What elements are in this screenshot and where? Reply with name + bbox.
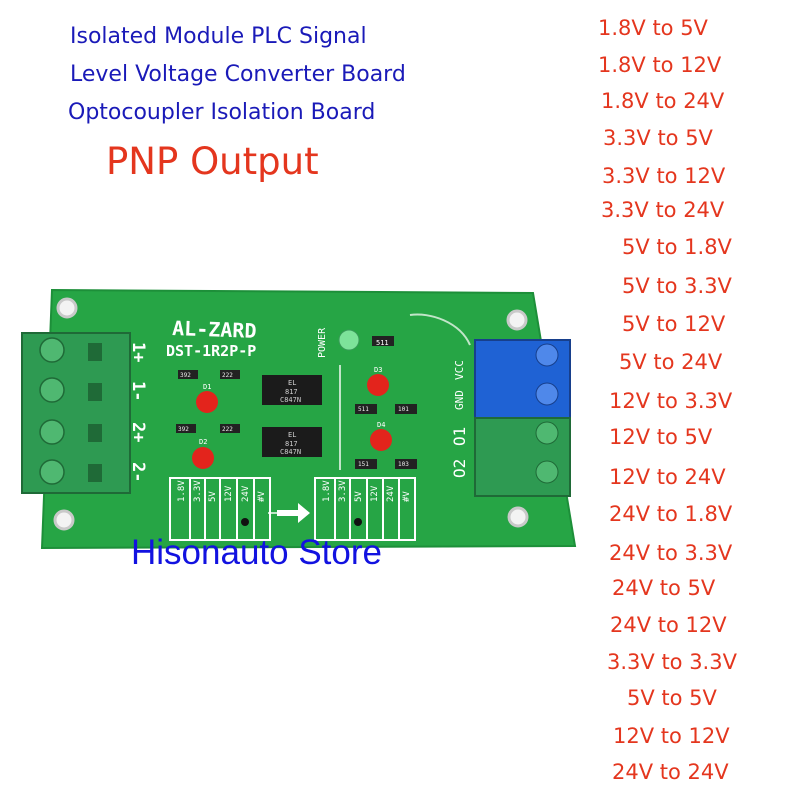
left-terminal-labels: 1+ 1- 2+ 2-: [128, 342, 148, 482]
left-terminal-block[interactable]: [21, 332, 131, 494]
direction-arrow: [277, 503, 310, 523]
input-jumper-3v3: 3.3V: [193, 480, 203, 502]
conversion-item: 1.8V to 24V: [601, 89, 725, 113]
res-code-l4: 222: [222, 426, 233, 433]
conversion-item: 3.3V to 5V: [603, 126, 713, 150]
output-jumper-24v: 24V: [386, 485, 396, 502]
opto1-line3: C847N: [280, 396, 301, 404]
res-code-l3: 392: [178, 426, 189, 433]
led-ref-d3: D3: [374, 366, 382, 374]
store-name: Hisonauto Store: [131, 533, 382, 572]
opto2-line3: C847N: [280, 448, 301, 456]
res-code-r4: 103: [398, 461, 409, 468]
right-terminal-block-output[interactable]: [474, 417, 571, 497]
input-jumper-5v: 5V: [208, 491, 218, 502]
conversion-item: 5V to 3.3V: [622, 274, 732, 298]
conversion-item: 5V to 1.8V: [622, 235, 732, 259]
input-jumper-12v: 12V: [224, 485, 234, 502]
optocoupler-1-text: EL 817 C847N: [280, 379, 301, 404]
terminal-label-1-plus: 1+: [128, 342, 148, 362]
conversion-item: 24V to 3.3V: [609, 541, 733, 565]
output-jumper-labels: 1.8V 3.3V 5V 12V 24V #V: [322, 480, 412, 502]
res-code-r3: 151: [358, 461, 369, 468]
opto2-line2: 817: [285, 440, 298, 448]
conversion-item: 1.8V to 5V: [598, 16, 708, 40]
right-terminal-block-power[interactable]: [474, 339, 571, 419]
terminal-label-2-plus: 2+: [128, 422, 148, 442]
mounting-holes: [53, 297, 529, 531]
conversion-item: 12V to 5V: [609, 425, 713, 449]
smd-resistors: [176, 336, 417, 469]
conversion-item: 1.8V to 12V: [598, 53, 722, 77]
led-refs: D1 D2 D3 D4: [199, 366, 385, 446]
output-jumper-12v: 12V: [370, 485, 380, 502]
conversion-item: 12V to 24V: [609, 465, 726, 489]
res-code-l2: 222: [222, 372, 233, 379]
opto2-line1: EL: [288, 431, 296, 439]
conversion-item: 5V to 24V: [619, 350, 723, 374]
conversion-item: 3.3V to 12V: [602, 164, 726, 188]
output-jumper-5v: 5V: [354, 491, 364, 502]
board-model: DST-1R2P-P: [166, 342, 256, 360]
input-jumper-custom: #V: [257, 491, 267, 502]
title-line-2: Level Voltage Converter Board: [70, 62, 406, 87]
conversion-item: 24V to 12V: [610, 613, 727, 637]
title-line-3: Optocoupler Isolation Board: [68, 100, 376, 125]
conversion-item: 5V to 12V: [622, 312, 726, 336]
input-jumper-24v: 24V: [241, 485, 251, 502]
led-ref-d4: D4: [377, 421, 385, 429]
conversion-item: 12V to 12V: [613, 724, 730, 748]
terminal-label-gnd: GND: [453, 390, 466, 410]
res-code-l1: 392: [180, 372, 191, 379]
opto1-line2: 817: [285, 388, 298, 396]
led-power-ref: 511: [376, 339, 389, 347]
optocoupler-2-text: EL 817 C847N: [280, 431, 301, 456]
output-jumper-custom: #V: [402, 491, 412, 502]
input-jumper-labels: 1.8V 3.3V 5V 12V 24V #V: [177, 480, 267, 502]
input-jumper-header[interactable]: [169, 477, 271, 541]
conversion-item: 24V to 1.8V: [609, 502, 733, 526]
output-jumper-header[interactable]: [314, 477, 416, 541]
output-jumper-1v8: 1.8V: [322, 480, 332, 502]
conversion-item: 12V to 3.3V: [609, 389, 733, 413]
terminal-label-o1: O1: [450, 427, 469, 446]
terminal-label-vcc: VCC: [453, 360, 466, 380]
input-jumper-1v8: 1.8V: [177, 480, 187, 502]
resistor-codes: 392 222 392 222 511 101 151 103: [178, 372, 409, 468]
right-terminal-labels: GND VCC O2 O1: [450, 360, 469, 478]
terminal-label-1-minus: 1-: [128, 381, 148, 401]
output-type-heading: PNP Output: [106, 140, 319, 183]
optocoupler-2: [262, 427, 322, 457]
conversion-item: 5V to 5V: [627, 686, 717, 710]
led-ref-d1: D1: [203, 383, 211, 391]
title-line-1: Isolated Module PLC Signal: [70, 24, 367, 49]
jumper-caps: [241, 518, 362, 526]
conversion-item: 3.3V to 3.3V: [607, 650, 737, 674]
terminal-label-o2: O2: [450, 459, 469, 478]
terminal-label-2-minus: 2-: [128, 462, 148, 482]
led-indicators: [192, 329, 392, 469]
conversion-item: 24V to 5V: [612, 576, 716, 600]
opto1-line1: EL: [288, 379, 296, 387]
board-brand: AL-ZARD: [172, 316, 257, 343]
res-code-r1: 511: [358, 406, 369, 413]
conversion-item: 24V to 24V: [612, 760, 729, 784]
output-jumper-3v3: 3.3V: [338, 480, 348, 502]
power-label: POWER: [317, 327, 328, 358]
conversion-item: 3.3V to 24V: [601, 198, 725, 222]
res-code-r2: 101: [398, 406, 409, 413]
optocoupler-1: [262, 375, 322, 405]
led-ref-d2: D2: [199, 438, 207, 446]
